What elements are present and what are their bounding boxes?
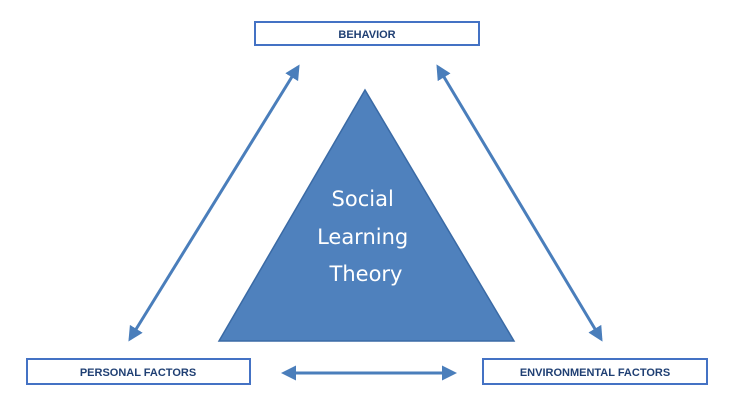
personal-factors-label: PERSONAL FACTORS (80, 367, 196, 379)
behavior-label: BEHAVIOR (338, 29, 395, 41)
personal-factors-node: PERSONAL FACTORS (26, 358, 251, 385)
center-line-2: Learning (317, 225, 408, 249)
arrow-personal-behavior (128, 64, 300, 342)
environmental-factors-label: ENVIRONMENTAL FACTORS (520, 367, 670, 379)
center-line-1: Social (332, 187, 394, 211)
behavior-box (254, 21, 480, 46)
center-line-3: Theory (329, 262, 403, 286)
environmental-factors-box (482, 358, 708, 385)
behavior-node: BEHAVIOR (254, 21, 480, 46)
central-triangle (217, 88, 516, 342)
environmental-factors-node: ENVIRONMENTAL FACTORS (482, 358, 708, 385)
arrow-behavior-environmental (436, 64, 603, 342)
personal-factors-box (26, 358, 251, 385)
center-text: Social Learning Theory (317, 187, 415, 286)
